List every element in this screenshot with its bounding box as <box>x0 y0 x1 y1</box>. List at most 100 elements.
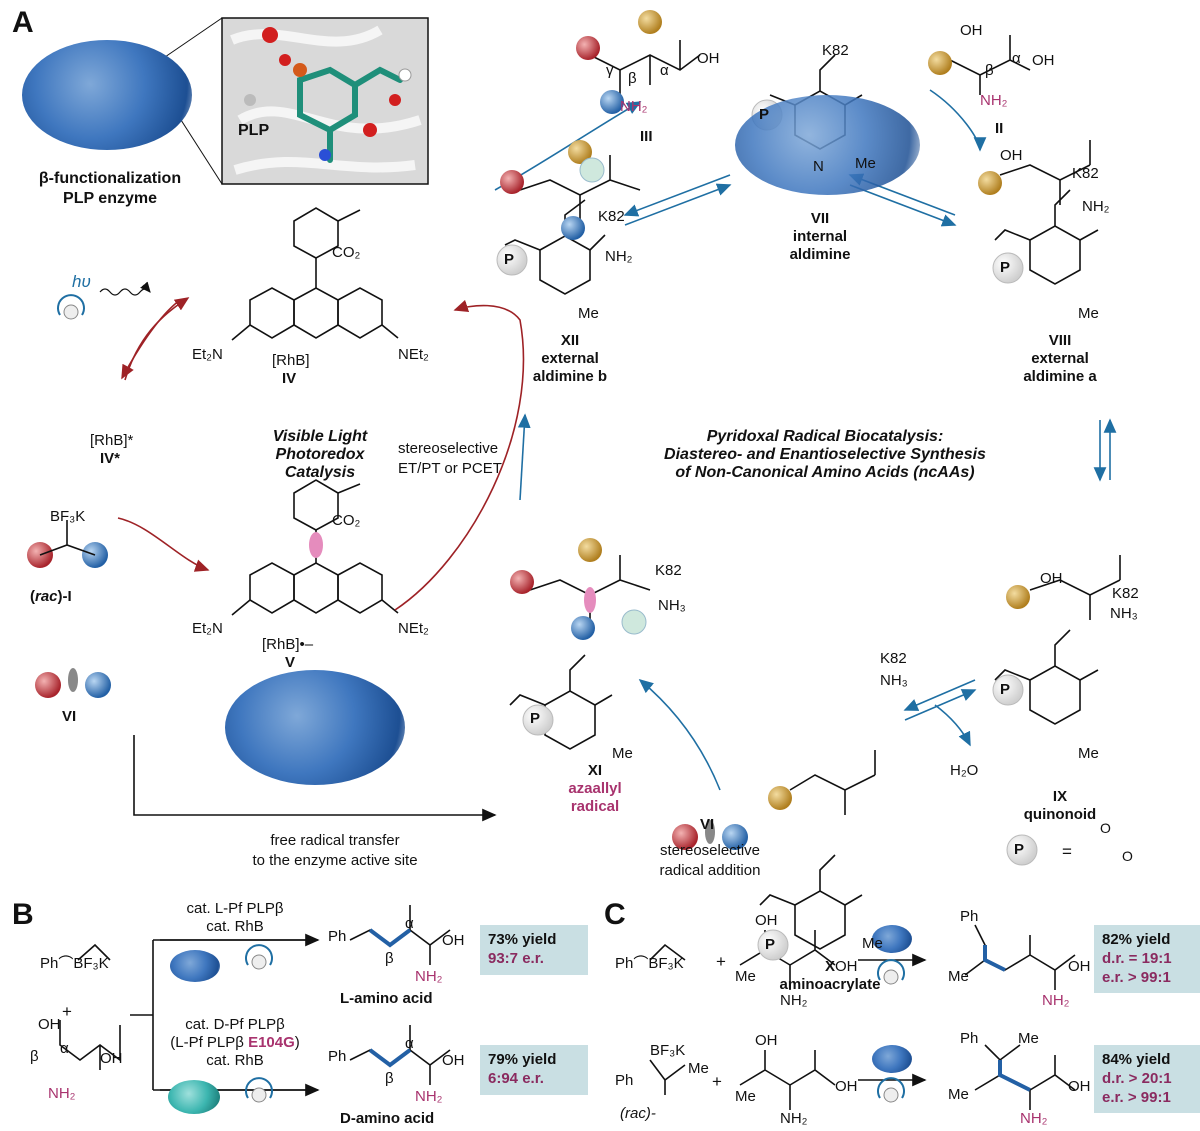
free-radical-2: to the enzyme active site <box>252 852 418 869</box>
p-label-vii: P <box>759 106 770 123</box>
viii-k82: K82 <box>1072 165 1099 182</box>
viii-me: Me <box>1078 305 1099 322</box>
b-alpha-top: α <box>405 915 414 932</box>
c-row1-reagent: Ph⌒BF₃K <box>615 955 684 972</box>
stereo-et-2: ET/PT or PCET <box>398 460 502 477</box>
b-oh: OH <box>38 1016 61 1033</box>
c-row1-plus: + <box>716 952 726 971</box>
p-label-ix: P <box>1000 681 1011 698</box>
enzyme-image-center <box>225 670 405 785</box>
b-bot-cond-2: (L-Pf PLPβ E104G) <box>170 1034 300 1051</box>
compound-vii-name2: aldimine <box>789 246 851 263</box>
compound-ii: II <box>995 120 1004 137</box>
compound-vii-num: VII <box>810 210 830 227</box>
panel-label-c: C <box>604 898 626 931</box>
p-label-x: P <box>765 936 776 953</box>
c-row2-yield: 84% yield <box>1102 1051 1171 1068</box>
rhb-excited-numeral: IV* <box>100 450 121 467</box>
enzyme-icon-b-bottom <box>168 1080 220 1114</box>
enzyme-image-vii <box>735 95 920 195</box>
rhb-iv-structure <box>231 207 399 341</box>
phosphate-o1: O <box>1100 820 1111 836</box>
c-row2-ala-me: Me <box>735 1088 756 1105</box>
c-row2-me: Me <box>688 1060 709 1077</box>
c-row1-ph: Ph <box>960 908 979 925</box>
rhb-v-net2: NEt₂ <box>398 620 429 637</box>
title-3: of Non-Canonical Amino Acids (ncAAs) <box>675 464 975 481</box>
c-row1-oh: OH <box>755 912 778 929</box>
b-top-yield: 73% yield <box>488 931 557 948</box>
vii-k82: K82 <box>822 42 849 59</box>
compound-xii-num: XII <box>560 332 580 349</box>
b-top-cond-1: cat. L-Pf PLPβ <box>186 900 284 917</box>
compound-ix-name: quinonoid <box>1023 806 1097 823</box>
c-row1-yield: 82% yield <box>1102 931 1171 948</box>
b-plus: + <box>62 1002 72 1021</box>
p-legend-symbol: P <box>1014 841 1025 858</box>
b-beta: β <box>30 1048 39 1065</box>
b-bottom-yield: 79% yield <box>488 1051 557 1068</box>
p-label-xi: P <box>530 710 541 727</box>
iii-oh: OH <box>697 50 720 67</box>
enzyme-icon-c-row2 <box>872 1045 912 1073</box>
c-row1-prod-nh2: NH₂ <box>1042 992 1070 1009</box>
c-row2-oh: OH <box>755 1032 778 1049</box>
viii-oh: OH <box>1000 147 1023 164</box>
x-me: Me <box>862 935 883 952</box>
b-bottom-er: 6:94 e.r. <box>488 1069 544 1087</box>
rhb-v-label: [RhB]•– <box>262 636 314 653</box>
viii-nh2: NH₂ <box>1082 198 1110 215</box>
c-row1-nh2: NH₂ <box>780 992 808 1009</box>
c-row2-prod-me-top: Me <box>1018 1030 1039 1047</box>
ii-alpha: α <box>1012 50 1021 67</box>
iii-nh2: NH₂ <box>620 98 648 115</box>
xi-nh3: NH₃ <box>658 597 686 614</box>
c-row1-dr: d.r. = 19:1 <box>1102 949 1172 967</box>
c-row2-plus: + <box>712 1072 722 1091</box>
ix-nh3: NH₃ <box>1110 605 1138 622</box>
bond-highlight-c2 <box>998 1060 1031 1092</box>
b-bottom-result-box: 79% yield 6:94 e.r. <box>480 1045 588 1095</box>
vi-label-2: VI <box>700 816 715 833</box>
panel-label-b: B <box>12 898 34 931</box>
compound-xi-num: XI <box>587 762 603 779</box>
c-row1-result-box: 82% yield d.r. = 19:1 e.r. > 99:1 <box>1094 925 1200 994</box>
enzyme-caption-1: β-functionalization <box>38 170 182 187</box>
enzyme-caption-2: PLP enzyme <box>63 190 157 207</box>
xi-k82: K82 <box>655 562 682 579</box>
b-oh-acid: OH <box>100 1050 123 1067</box>
xii-k82: K82 <box>598 208 625 225</box>
c-row2-ph: Ph <box>615 1072 634 1089</box>
bond-highlight-d <box>368 1048 412 1068</box>
compound-xi-name2: radical <box>570 798 620 815</box>
rhb-v-et2n: Et₂N <box>192 620 223 637</box>
rhb-iv-numeral: IV <box>282 370 297 387</box>
b-reagent: Ph⌒BF₃K <box>40 955 109 972</box>
b-ph-bottom: Ph <box>328 1048 347 1065</box>
rhb-net2: NEt₂ <box>398 346 429 363</box>
stereo-radical-2: radical addition <box>659 862 761 879</box>
c-row2-er: e.r. > 99:1 <box>1102 1088 1171 1106</box>
h2o-label: H₂O <box>950 762 979 779</box>
plp-inset <box>133 17 429 185</box>
compound-viii-name1: external <box>1031 350 1089 367</box>
hv-label: hυ <box>72 272 91 291</box>
compound-x-num: X <box>824 958 835 975</box>
compound-iii: III <box>640 128 653 145</box>
rhb-co2: CO₂ <box>332 244 361 261</box>
ix-k82: K82 <box>1112 585 1139 602</box>
xii-nh2: NH₂ <box>605 248 633 265</box>
b-bot-cond-1: cat. D-Pf PLPβ <box>185 1016 285 1033</box>
b-alpha-bottom: α <box>405 1035 414 1052</box>
b-beta-top: β <box>385 950 394 967</box>
transfer-arrow <box>133 735 497 822</box>
enzyme-icon-b-top <box>170 950 220 982</box>
c-row1-er: e.r. > 99:1 <box>1102 968 1171 986</box>
compound-vii-name1: internal <box>792 228 848 245</box>
enzyme-icon-c-row1 <box>872 925 912 953</box>
plp-label: PLP <box>238 122 270 139</box>
c-row2-oh-acid: OH <box>835 1078 858 1095</box>
c-row2-nh2: NH₂ <box>780 1110 808 1127</box>
b-d-product: D-amino acid <box>340 1110 435 1127</box>
